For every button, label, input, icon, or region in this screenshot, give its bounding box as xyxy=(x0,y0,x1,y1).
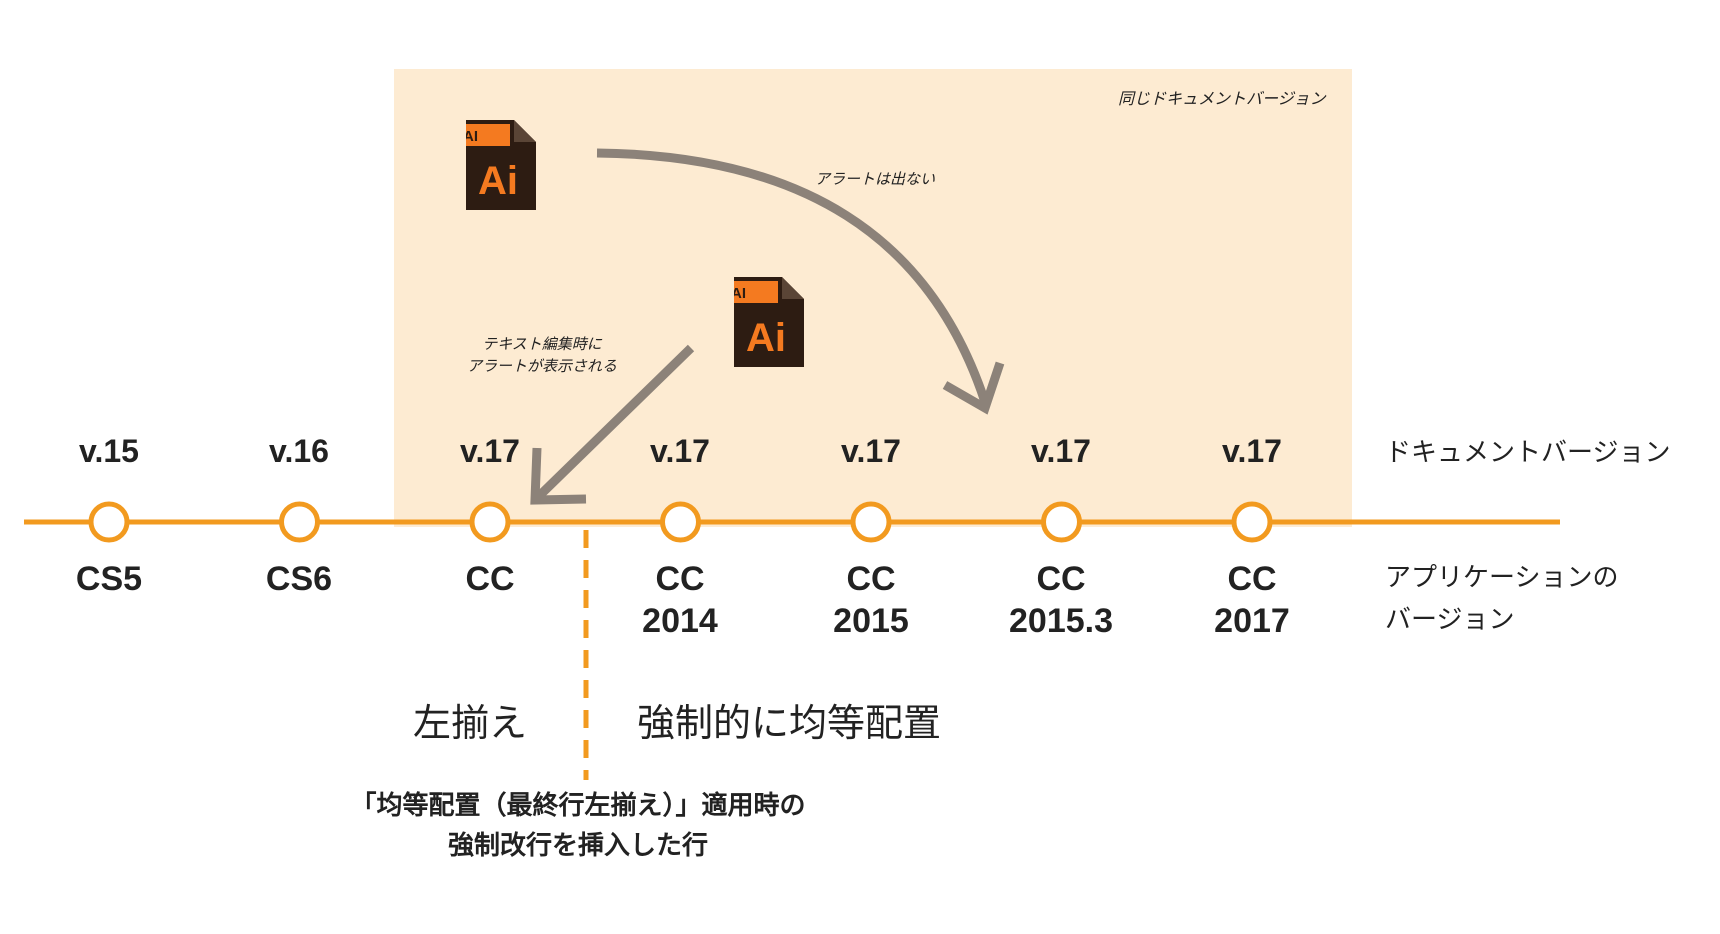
no-alert-arrowhead xyxy=(942,361,1005,415)
timeline-node xyxy=(88,501,130,543)
app-version-line: 2015 xyxy=(833,602,909,640)
icon-badge-text: AI xyxy=(466,128,478,145)
app-version-label: CC 2014 xyxy=(585,558,775,642)
app-version-line: CC xyxy=(846,560,896,598)
left-align-section-label: 左揃え xyxy=(413,701,528,745)
divider-note-line-2: 強制改行を挿入した行 xyxy=(447,831,708,861)
same-document-version-label: 同じドキュメントバージョン xyxy=(1118,89,1326,108)
app-version-line: 2017 xyxy=(1214,602,1290,640)
timeline-node xyxy=(1231,501,1273,543)
app-version-line: CC xyxy=(1036,560,1086,598)
same-document-version-region xyxy=(394,69,1352,527)
illustrator-file-icon: AI Ai xyxy=(444,120,536,210)
timeline-node xyxy=(1041,501,1082,543)
app-version-row-label-line-1: アプリケーションの xyxy=(1385,563,1619,593)
alert-arrowhead xyxy=(530,447,587,505)
app-version-line: 2014 xyxy=(642,602,718,640)
alert-label-line-1: テキスト編集時に xyxy=(482,335,602,353)
app-version-line: CC xyxy=(655,560,705,598)
no-alert-arrow-curve xyxy=(596,148,990,404)
doc-version-label: v.17 xyxy=(650,433,710,469)
icon-main-text: Ai xyxy=(478,159,518,203)
doc-version-label: v.16 xyxy=(269,433,329,469)
app-version-line: CC xyxy=(1227,560,1277,598)
app-version-line: CC xyxy=(465,560,515,598)
doc-version-label: v.17 xyxy=(841,433,901,469)
timeline-node xyxy=(850,501,892,543)
divider-note: 「均等配置（最終行左揃え）」適用時の 強制改行を挿入した行 xyxy=(278,786,878,866)
app-version-label: CC 2017 xyxy=(1157,558,1347,642)
app-version-label: CS5 xyxy=(14,558,204,600)
alert-arrow-line xyxy=(531,344,695,504)
app-version-label: CS6 xyxy=(204,558,394,600)
doc-version-label: v.15 xyxy=(79,433,139,469)
alert-label: テキスト編集時に アラートが表示される xyxy=(462,333,622,377)
doc-version-label: v.17 xyxy=(1031,433,1091,469)
alert-label-line-2: アラートが表示される xyxy=(466,357,617,375)
doc-version-label: v.17 xyxy=(1222,433,1282,469)
app-version-label: CC xyxy=(395,558,585,600)
timeline-node xyxy=(660,501,701,543)
timeline-node xyxy=(279,501,320,543)
app-version-row-label: アプリケーションの バージョン xyxy=(1385,557,1618,641)
timeline-node xyxy=(469,501,511,543)
app-version-line: 2015.3 xyxy=(1009,602,1113,640)
divider-note-line-1: 「均等配置（最終行左揃え）」適用時の xyxy=(350,791,806,821)
app-version-row-label-line-2: バージョン xyxy=(1385,605,1515,635)
app-version-label: CC 2015.3 xyxy=(966,558,1156,642)
icon-main-text: Ai xyxy=(746,316,786,360)
icon-badge-text: AI xyxy=(734,285,746,302)
app-version-line: CS6 xyxy=(265,560,333,598)
forced-justify-section-label: 強制的に均等配置 xyxy=(637,701,942,745)
document-version-row-label: ドキュメントバージョン xyxy=(1385,438,1671,468)
app-version-label: CC 2015 xyxy=(776,558,966,642)
doc-version-label: v.17 xyxy=(460,433,520,469)
app-version-line: CS5 xyxy=(75,560,143,598)
no-alert-label: アラートは出ない xyxy=(815,170,936,188)
